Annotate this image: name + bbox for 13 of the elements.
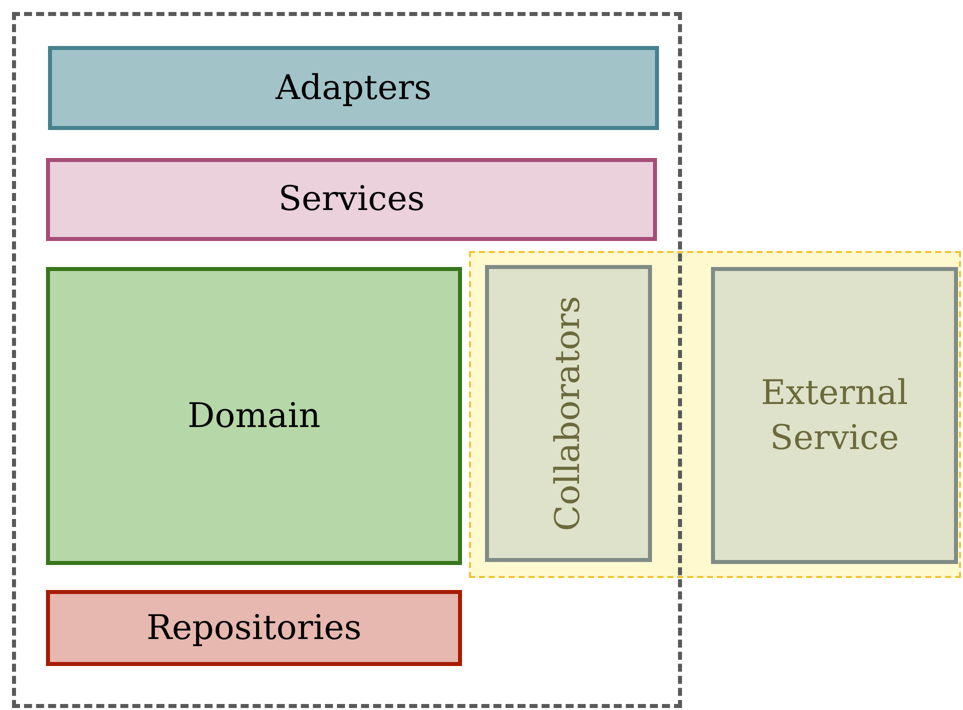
layer-box bbox=[46, 590, 462, 666]
component-box bbox=[711, 267, 958, 564]
boundary-frame bbox=[12, 12, 682, 708]
layer-label: Services bbox=[278, 178, 425, 222]
layer-label: External Service bbox=[760, 372, 910, 460]
layer-label: Repositories bbox=[146, 606, 362, 650]
component-box bbox=[485, 265, 652, 562]
layer-label: Domain bbox=[187, 394, 320, 438]
layer-label: Collaborators bbox=[547, 296, 590, 532]
layer-label: Adapters bbox=[276, 66, 432, 110]
layer-box bbox=[46, 158, 657, 241]
layer-box bbox=[48, 46, 659, 130]
layer-box bbox=[46, 267, 462, 565]
